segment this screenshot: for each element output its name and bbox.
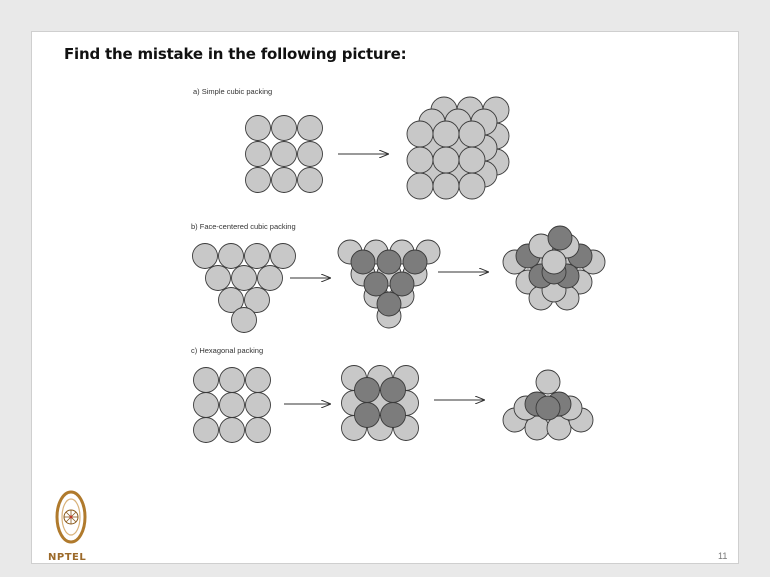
caption-fcc: b) Face-centered cubic packing	[191, 222, 296, 231]
sphere-hex-stage2-dark	[354, 377, 380, 403]
sphere-fcc-layer	[205, 265, 231, 291]
sphere-fcc-layer	[244, 243, 270, 269]
caption-hexagonal: c) Hexagonal packing	[191, 346, 264, 355]
sphere-fcc-stage2-dark	[363, 271, 389, 297]
sphere-hex-layer	[219, 367, 245, 393]
caption-simple-cubic: a) Simple cubic packing	[193, 87, 273, 96]
sphere-sc-cube	[432, 146, 460, 174]
sphere-sc-layer	[245, 115, 271, 141]
sphere-fcc-stage2-dark	[350, 249, 376, 275]
sphere-sc-layer	[271, 141, 297, 167]
sphere-fcc-stage2-dark	[389, 271, 415, 297]
sphere-sc-cube	[458, 120, 486, 148]
sphere-hex-layer	[219, 392, 245, 418]
sphere-sc-layer	[271, 115, 297, 141]
sphere-fcc-stage2-dark	[402, 249, 428, 275]
sphere-sc-cube	[458, 172, 486, 200]
sphere-fcc-layer	[192, 243, 218, 269]
sphere-hex-layer	[193, 392, 219, 418]
sphere-fcc-stage2-dark	[376, 249, 402, 275]
sphere-sc-layer	[245, 141, 271, 167]
sphere-sc-layer	[271, 167, 297, 193]
sphere-hex-layer	[193, 367, 219, 393]
sphere-fcc-layer	[257, 265, 283, 291]
sphere-sc-cube	[458, 146, 486, 174]
sphere-hex-layer	[245, 417, 271, 443]
sphere-sc-layer	[297, 167, 323, 193]
sphere-hex-layer	[245, 392, 271, 418]
sphere-fcc-pyramid-top	[541, 249, 567, 275]
sphere-fcc-layer	[218, 243, 244, 269]
page-number: 11	[718, 551, 728, 561]
sphere-sc-cube	[406, 172, 434, 200]
sphere-sc-cube	[406, 146, 434, 174]
nptel-logo-text: NPTEL	[48, 552, 87, 563]
nptel-logo-icon	[55, 490, 87, 544]
sphere-sc-cube	[432, 172, 460, 200]
sphere-fcc-layer	[218, 287, 244, 313]
sphere-fcc-layer	[270, 243, 296, 269]
sphere-fcc-pyramid-apex	[547, 225, 573, 251]
sphere-sc-layer	[245, 167, 271, 193]
sphere-sc-cube	[406, 120, 434, 148]
sphere-hex-stage3-top	[535, 369, 561, 395]
sphere-hex-stage2-dark	[380, 377, 406, 403]
sphere-sc-layer	[297, 115, 323, 141]
sphere-fcc-layer	[231, 307, 257, 333]
sphere-hex-layer	[193, 417, 219, 443]
sphere-sc-layer	[297, 141, 323, 167]
sphere-fcc-stage2-dark	[376, 291, 402, 317]
sphere-fcc-layer	[244, 287, 270, 313]
sphere-hex-layer	[219, 417, 245, 443]
sphere-hex-stage2-dark	[354, 402, 380, 428]
sphere-hex-stage3-mid	[535, 395, 561, 421]
slide-title: Find the mistake in the following pictur…	[64, 45, 407, 63]
sphere-fcc-layer	[231, 265, 257, 291]
sphere-hex-stage2-dark	[380, 402, 406, 428]
sphere-sc-cube	[432, 120, 460, 148]
sphere-hex-layer	[245, 367, 271, 393]
